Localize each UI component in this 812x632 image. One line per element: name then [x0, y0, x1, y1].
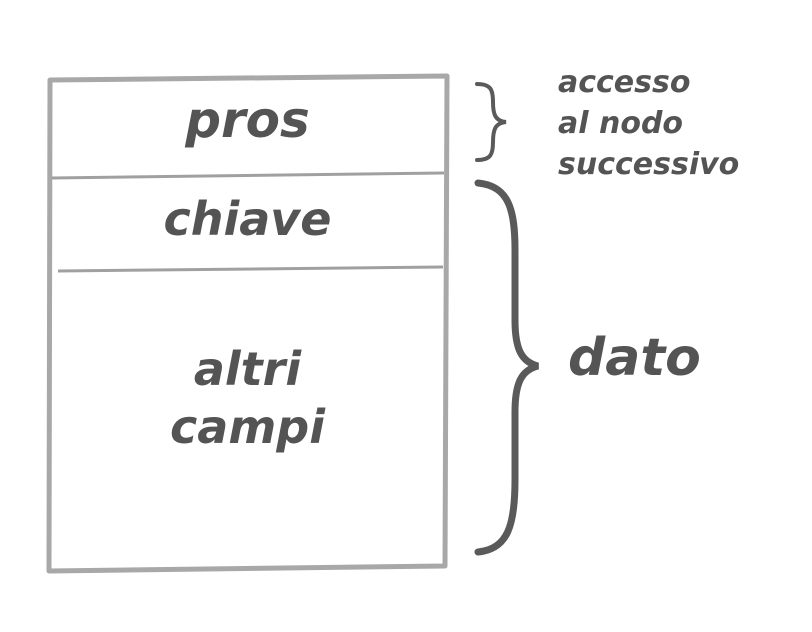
brace-large	[474, 179, 540, 556]
divider-chiave-altri	[57, 265, 444, 273]
field-altri-campi-label: altri campi	[170, 342, 325, 454]
annotation-dato: dato	[568, 328, 701, 388]
annotation-accesso-nodo-successivo: accesso al nodo successivo	[558, 65, 740, 182]
brace-small	[475, 82, 507, 162]
field-pros-label: pros	[185, 91, 310, 149]
field-chiave-label: chiave	[163, 192, 332, 246]
record-box	[46, 73, 450, 574]
divider-pros-chiave	[51, 171, 445, 180]
